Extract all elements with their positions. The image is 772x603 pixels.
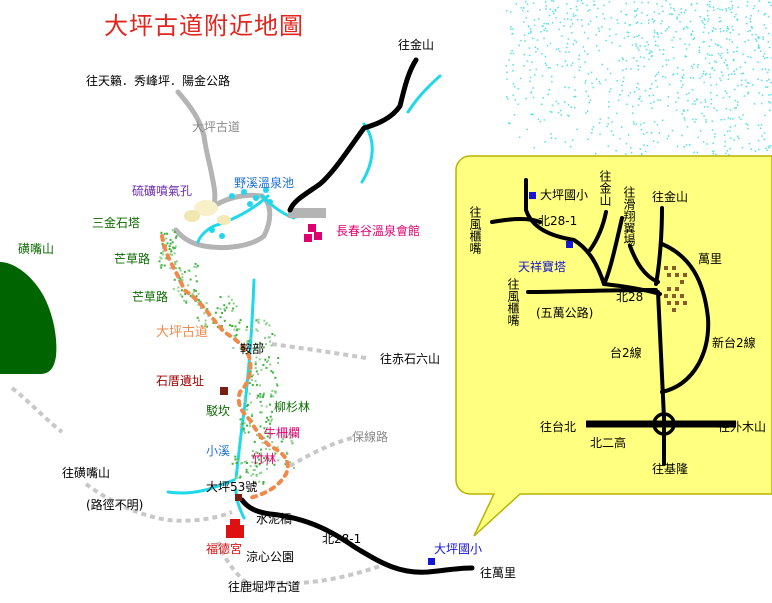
label-liuhuang-fumarole: 硫礦噴氣孔 (132, 184, 193, 198)
inset-panel (455, 155, 772, 537)
label-shuini-bridge: 水泥橋 (256, 512, 293, 526)
label-zhu-wanli-main: 往萬里 (480, 566, 517, 580)
inset-label-n28: 北28 (616, 290, 644, 304)
inset-label-wanli: 萬里 (698, 252, 723, 266)
label-yexi-hotspring: 野溪溫泉池 (234, 176, 295, 190)
label-zhu-lin: 竹林 (252, 452, 277, 466)
label-daping-old-road-top: 大坪古道 (192, 120, 241, 134)
inset-label-daping-school: 大坪國小 (540, 188, 589, 202)
label-xiaoxi: 小溪 (206, 444, 231, 458)
inset-label-zhu-jinshan-a: 往金山 (598, 170, 612, 206)
label-sanjin-shita: 三金石塔 (92, 216, 141, 230)
map-title: 大坪古道附近地圖 (104, 12, 304, 40)
inset-school-marker-icon (529, 192, 536, 199)
vegetation (158, 229, 295, 485)
inset-pagoda-marker-icon (566, 241, 573, 248)
wanli-town-area (664, 266, 687, 312)
label-niu-lan: 牛柵欄 (264, 426, 301, 440)
label-ao-bu: 鞍部 (240, 342, 265, 356)
label-liangxin-park: 涼心公園 (246, 550, 295, 564)
grey-trails (173, 89, 273, 251)
shicuo-ruins-icon (220, 387, 228, 395)
interchange-circle-icon (652, 412, 676, 436)
inset-label-zhu-fengguizui-a: 往風櫃嘴 (468, 206, 482, 254)
label-baoxian-road: 保線路 (352, 430, 389, 444)
inset-label-tianxiang-pagoda: 天祥寶塔 (518, 260, 567, 274)
inset-label-new-tai2: 新台2線 (712, 336, 756, 350)
sky-speckle-texture (505, 0, 772, 157)
label-tianlai: 往天籟．秀峰坪．陽金公路 (86, 74, 231, 88)
inset-label-wuwan-road: (五萬公路) (536, 306, 594, 320)
inset-roads (490, 178, 711, 466)
label-liushan-forest: 柳杉林 (274, 400, 311, 414)
school-marker-icon (428, 558, 435, 565)
changchungu-area (288, 208, 326, 218)
label-zhu-lujue-trail: 往鹿堀坪古道 (228, 580, 301, 594)
hotspring-pools (209, 187, 273, 239)
main-road (239, 57, 475, 575)
label-daping-old-road-mid: 大坪古道 (156, 325, 209, 340)
temple-icon (226, 519, 244, 538)
label-changchungu: 長春谷溫泉會館 (336, 224, 421, 238)
label-shicuo-ruins: 石厝遺址 (156, 374, 205, 388)
kuanggaoshan-mountain (0, 262, 57, 374)
daping-old-trail (160, 234, 290, 500)
label-mangcao-1: 芒草路 (114, 252, 151, 266)
label-fude-temple: 福德宮 (206, 542, 243, 556)
inset-label-tai2: 台2線 (610, 346, 642, 360)
dotted-trails (10, 342, 381, 588)
inset-label-zhu-keelung: 往基隆 (652, 462, 689, 476)
label-zhu-kuanggaoshan: 往磺嘴山 (62, 466, 111, 480)
label-zhu-chishiliu: 往赤石六山 (380, 352, 441, 366)
inset-label-north2-freeway: 北二高 (590, 436, 627, 450)
inset-label-n28-1: 北28-1 (538, 214, 578, 228)
label-bo-kan: 駁坎 (206, 404, 231, 418)
inset-label-zhu-huaxiang: 往滑翔翼場 (622, 186, 636, 246)
label-n28-1-main: 北28-1 (322, 532, 362, 546)
daping53-marker-icon (235, 494, 242, 501)
label-path-unclear: (路徑不明) (86, 498, 144, 512)
inset-label-zhu-fengguizui-b: 往風櫃嘴 (506, 278, 520, 326)
label-daping53: 大坪53號 (206, 480, 258, 494)
label-daping-school-main: 大坪國小 (434, 542, 483, 556)
inset-label-zhu-waimushan: 往外木山 (718, 420, 767, 434)
label-zhujinshan: 往金山 (398, 38, 435, 52)
inset-label-zhu-jinshan-b: 往金山 (652, 190, 689, 204)
changchungu-marker-icon (304, 224, 322, 242)
label-kuanggaoshan: 磺嘴山 (18, 242, 55, 256)
label-mangcao-2: 芒草路 (132, 290, 169, 304)
inset-label-zhu-taipei: 往台北 (540, 420, 577, 434)
fumarole-area (184, 200, 231, 225)
